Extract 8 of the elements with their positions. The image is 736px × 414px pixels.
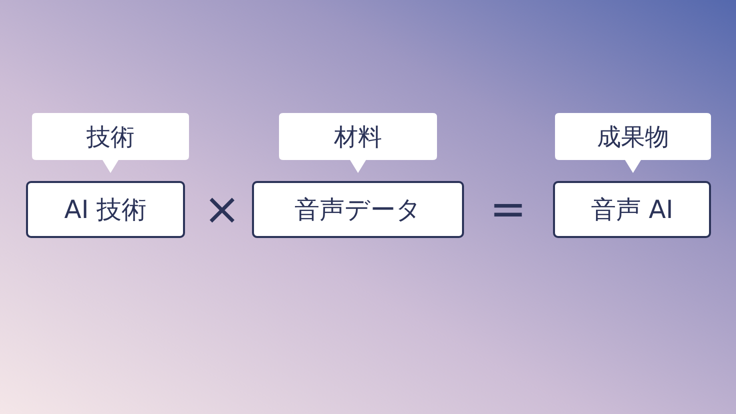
term-box: 音声 AI <box>553 181 711 238</box>
speech-bubble: 成果物 <box>555 113 711 173</box>
speech-bubble: 材料 <box>279 113 437 173</box>
term-box: 音声データ <box>252 181 464 238</box>
multiply-sign: × <box>204 188 240 232</box>
equals-sign: = <box>490 188 526 232</box>
term-box: AI 技術 <box>26 181 185 238</box>
speech-bubble: 技術 <box>32 113 189 173</box>
